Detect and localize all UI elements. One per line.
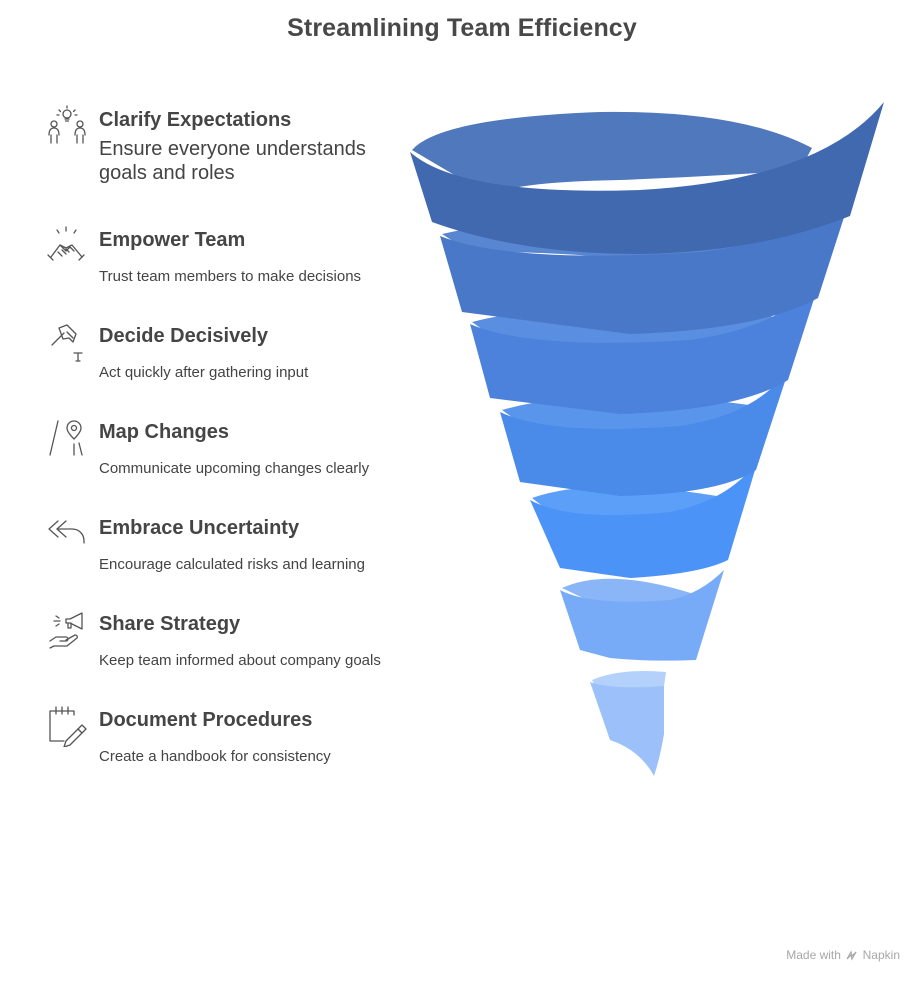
step-description: Encourage calculated risks and learning	[99, 556, 365, 573]
step-heading: Share Strategy	[99, 613, 241, 635]
credit-brand: Napkin	[862, 948, 900, 962]
step-heading: Embrace Uncertainty	[99, 517, 300, 539]
map-pin-icon	[46, 417, 88, 459]
step-description: Trust team members to make decisions	[99, 268, 362, 285]
funnel-band-7	[590, 671, 666, 776]
step-description: Create a handbook for consistency	[99, 748, 331, 765]
napkin-logo-icon	[846, 950, 857, 964]
page-title: Streamlining Team Efficiency	[287, 14, 637, 42]
step-heading: Decide Decisively	[99, 325, 268, 347]
step-heading: Clarify Expectations	[99, 109, 292, 131]
gavel-icon	[46, 321, 88, 363]
funnel-band-4-front	[500, 366, 790, 496]
team-idea-icon	[46, 105, 88, 147]
credit-prefix: Made with	[786, 948, 841, 962]
funnel-band-4	[500, 366, 790, 496]
step-description: Act quickly after gathering input	[99, 364, 309, 381]
credit-footer: Made with Napkin	[786, 948, 900, 964]
funnel-band-6	[560, 570, 724, 661]
funnel-band-1-front	[410, 102, 884, 254]
funnel-band-1-back	[412, 111, 812, 196]
funnel-band-5-front	[530, 460, 758, 578]
step-description: Ensure everyone understands goals and ro…	[99, 138, 366, 184]
funnel-band-2-front	[440, 180, 856, 334]
step-description: Keep team informed about company goals	[99, 652, 381, 669]
handshake-icon	[46, 225, 88, 267]
megaphone-hand-icon	[46, 609, 88, 651]
funnel-band-7-front	[590, 682, 664, 776]
step-description: Communicate upcoming changes clearly	[99, 460, 370, 477]
notepad-pen-icon	[46, 705, 88, 747]
funnel-band-6-front	[560, 570, 724, 661]
funnel-band-1	[410, 102, 884, 254]
reply-all-icon	[46, 513, 88, 555]
funnel-band-3-front	[470, 274, 822, 414]
step-heading: Document Procedures	[99, 709, 313, 731]
step-heading: Empower Team	[99, 229, 246, 251]
funnel-band-5	[530, 460, 758, 578]
step-heading: Map Changes	[99, 421, 230, 443]
